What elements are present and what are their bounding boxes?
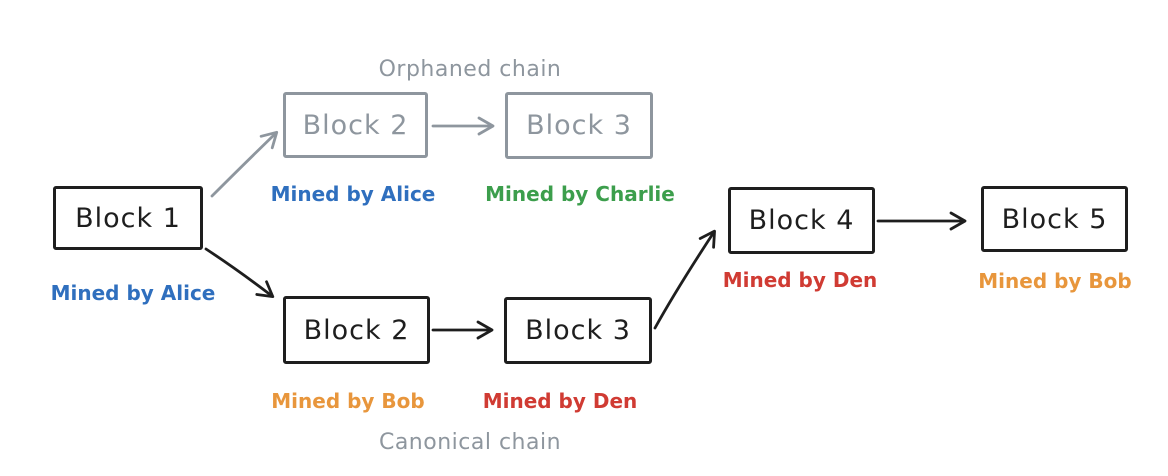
block-5: Block 5 (981, 186, 1128, 252)
orphaned-block-2-miner-label: Mined by Alice (270, 182, 436, 206)
canonical-block-3-miner-label: Mined by Den (482, 389, 638, 413)
block-4: Block 4 (728, 187, 875, 254)
orphaned-block-2-label: Block 2 (302, 109, 409, 141)
orphaned-block-2: Block 2 (283, 92, 428, 158)
block-1-label: Block 1 (75, 202, 181, 234)
block-1-miner-label: Mined by Alice (50, 281, 216, 305)
orphaned-block-3-label: Block 3 (526, 110, 632, 141)
canonical-block-2-miner-label: Mined by Bob (271, 389, 425, 413)
block-4-label: Block 4 (748, 205, 855, 236)
canonical-chain-label: Canonical chain (378, 430, 562, 455)
orphaned-block-3: Block 3 (505, 92, 653, 159)
block-1: Block 1 (53, 186, 203, 250)
block-4-miner-label: Mined by Den (722, 268, 878, 292)
canonical-block-2-label: Block 2 (303, 314, 410, 346)
canonical-block-3: Block 3 (504, 297, 652, 364)
orphaned-chain-label: Orphaned chain (378, 57, 562, 82)
block-5-label: Block 5 (1001, 203, 1108, 235)
orphaned-block-3-miner-label: Mined by Charlie (485, 182, 675, 206)
canonical-block-3-label: Block 3 (525, 315, 631, 346)
block-5-miner-label: Mined by Bob (978, 269, 1132, 293)
canonical-block-2: Block 2 (283, 296, 430, 364)
